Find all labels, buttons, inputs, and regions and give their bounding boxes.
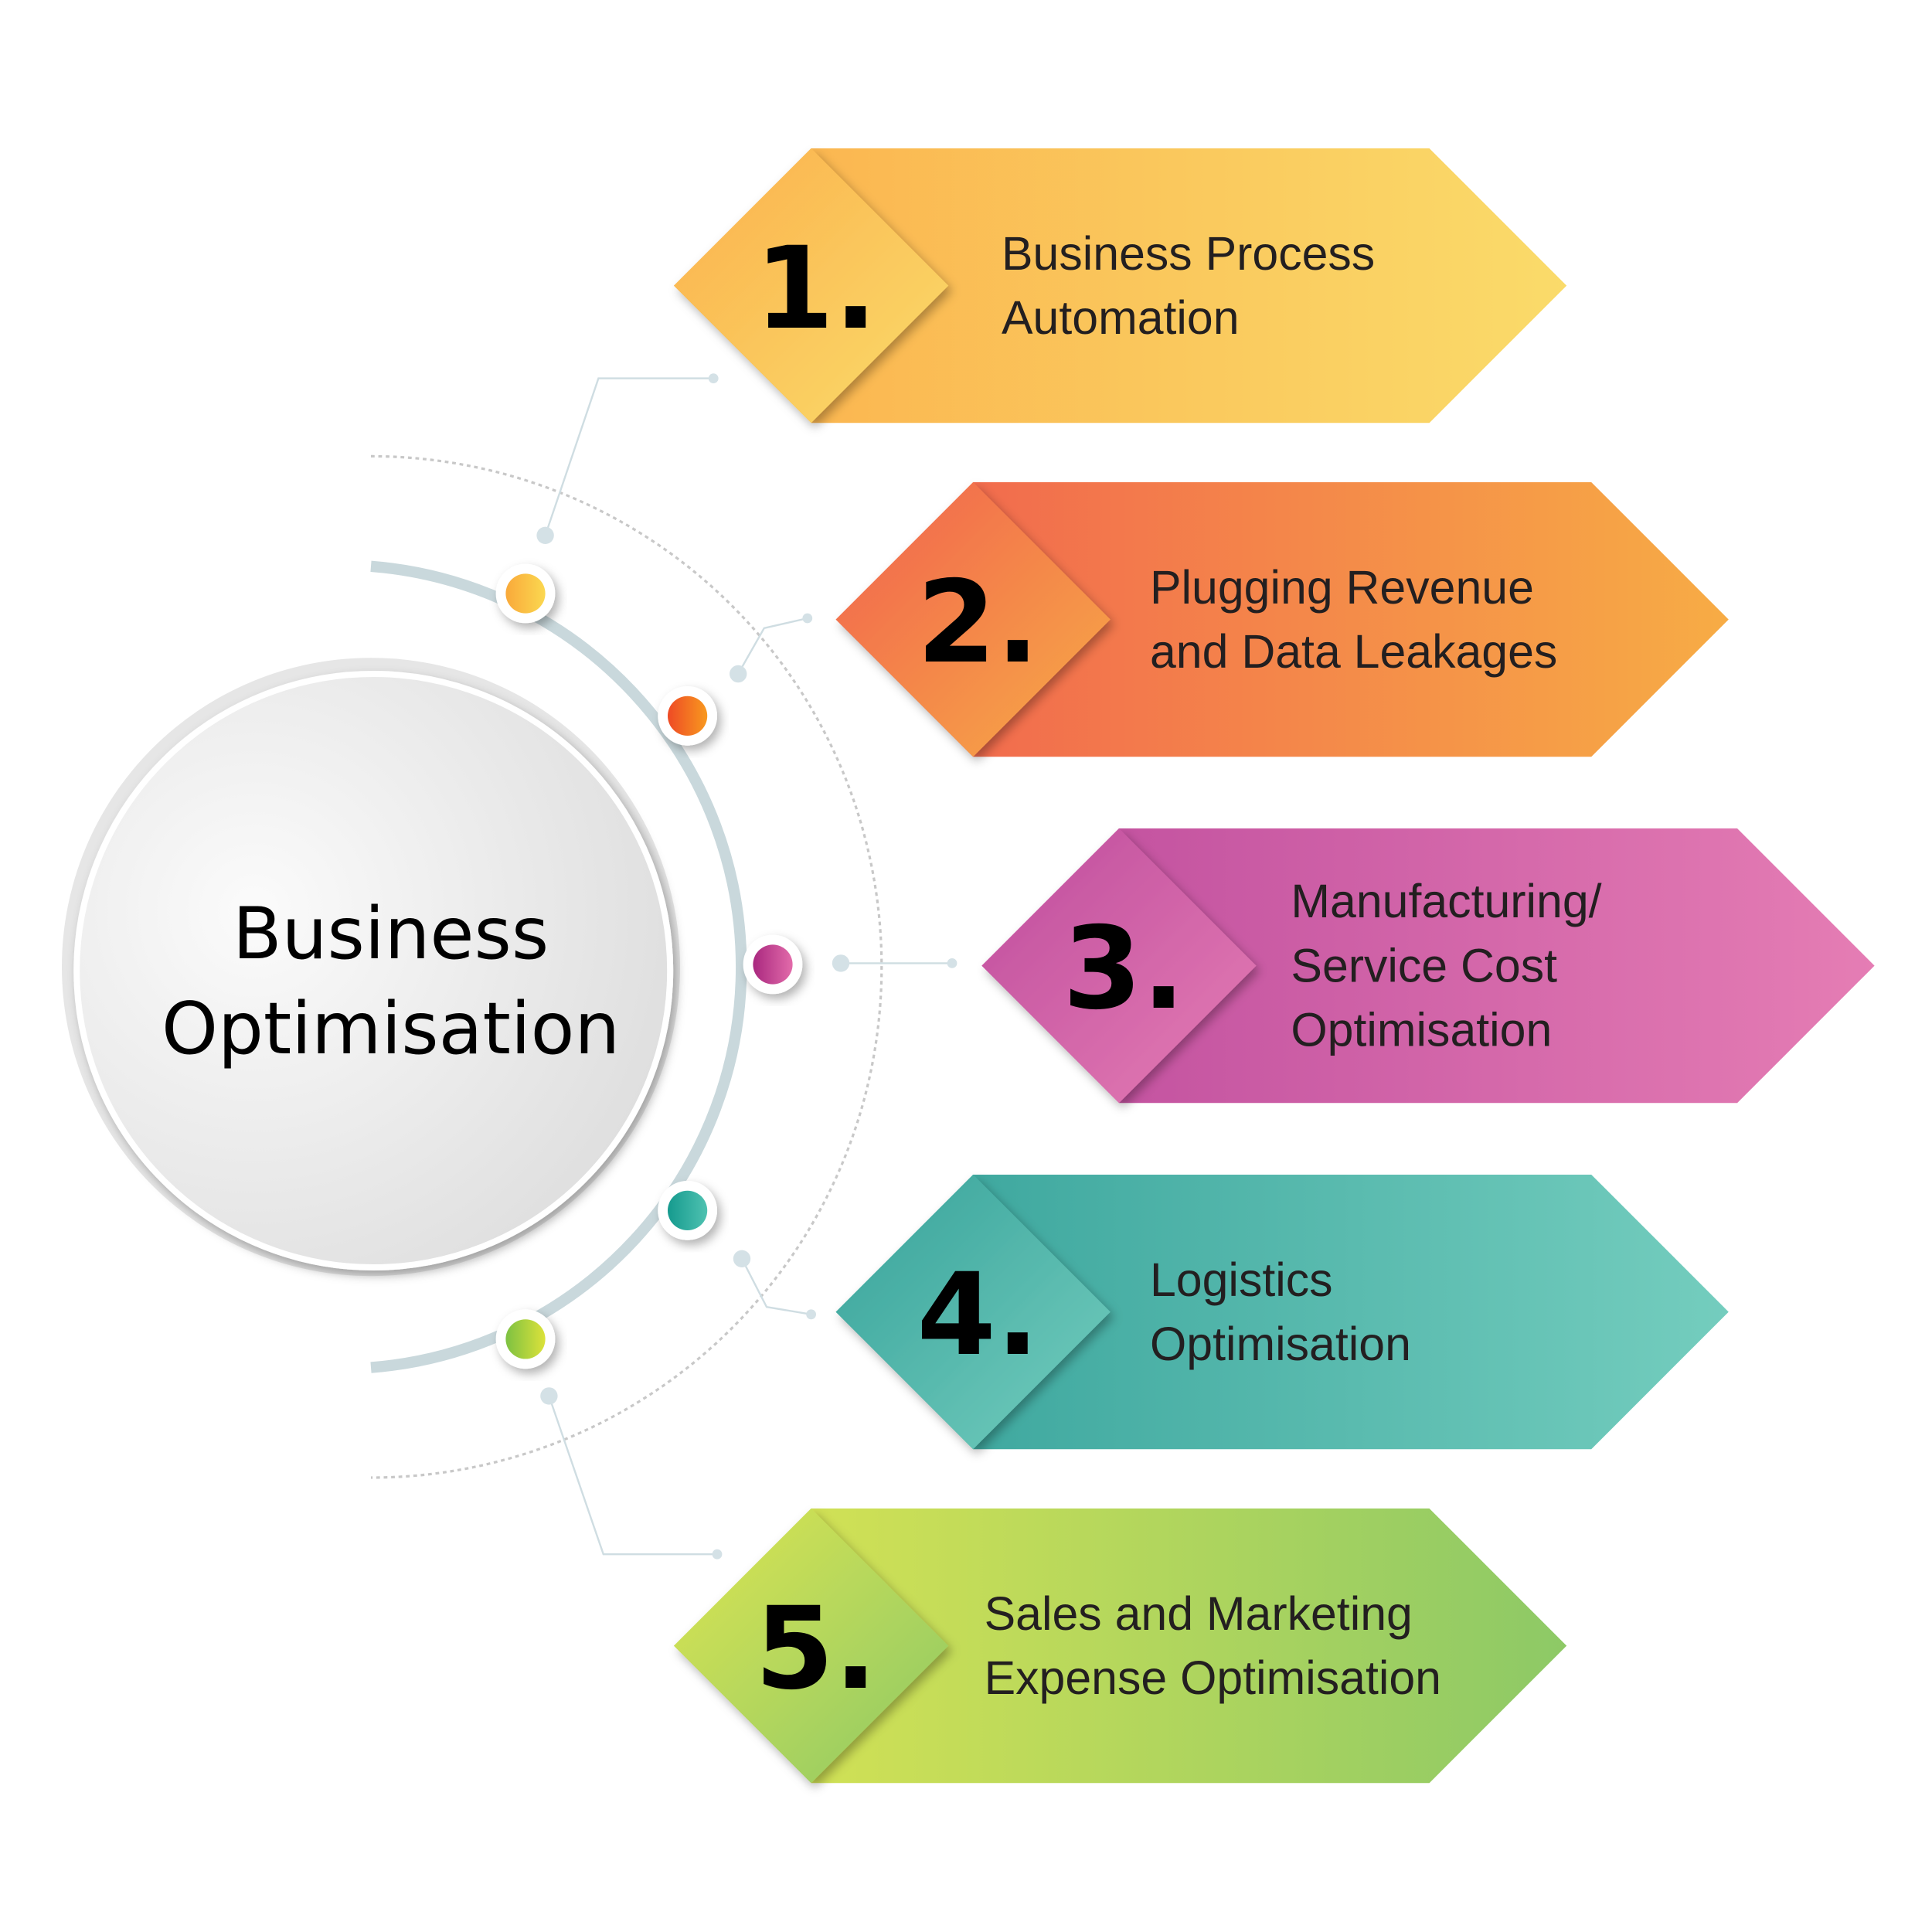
step-diamond bbox=[674, 1509, 949, 1784]
step-label-line: Manufacturing/ bbox=[1291, 875, 1601, 927]
step-banner bbox=[674, 148, 1567, 423]
step-label-line: Automation bbox=[1002, 291, 1240, 344]
step-label-line: and Data Leakages bbox=[1150, 625, 1557, 678]
step-label-line: Sales and Marketing bbox=[985, 1587, 1413, 1640]
step-banner bbox=[981, 828, 1875, 1104]
step-label-line: Service Cost bbox=[1291, 939, 1557, 992]
step-marker-dot-2 bbox=[658, 686, 717, 746]
step-number: 4. bbox=[917, 1248, 1039, 1381]
step-number: 5. bbox=[755, 1582, 877, 1715]
dotted-outer-arc bbox=[370, 454, 883, 1479]
step-label-line: Logistics bbox=[1150, 1253, 1333, 1306]
step-banner bbox=[674, 1509, 1567, 1784]
step-marker-dot-4 bbox=[658, 1181, 717, 1240]
connectors bbox=[536, 373, 957, 1560]
step-marker-dot-5 bbox=[495, 1309, 556, 1369]
step-item-2: 2. Plugging Revenue and Data Leakages bbox=[835, 482, 1729, 757]
inner-arc bbox=[370, 560, 747, 1373]
step-label-line: Business Process bbox=[1002, 227, 1375, 280]
step-marker-dot-1 bbox=[495, 563, 556, 624]
step-label-line: Optimisation bbox=[1291, 1004, 1552, 1056]
center-circle: Business Optimisation bbox=[62, 658, 680, 1277]
center-title-line1: Business bbox=[233, 892, 549, 975]
step-banner bbox=[835, 1175, 1729, 1450]
step-diamond bbox=[835, 482, 1111, 757]
step-label-line: Expense Optimisation bbox=[985, 1651, 1441, 1704]
step-diamond bbox=[835, 1175, 1111, 1450]
step-number: 1. bbox=[755, 222, 877, 355]
step-label-line: Optimisation bbox=[1150, 1318, 1411, 1370]
step-banner bbox=[835, 482, 1729, 757]
step-number: 3. bbox=[1063, 902, 1185, 1035]
center-title-line2: Optimisation bbox=[162, 987, 620, 1070]
step-number: 2. bbox=[917, 556, 1039, 689]
step-marker-dot-3 bbox=[743, 934, 803, 995]
step-label-line: Plugging Revenue bbox=[1150, 561, 1534, 614]
